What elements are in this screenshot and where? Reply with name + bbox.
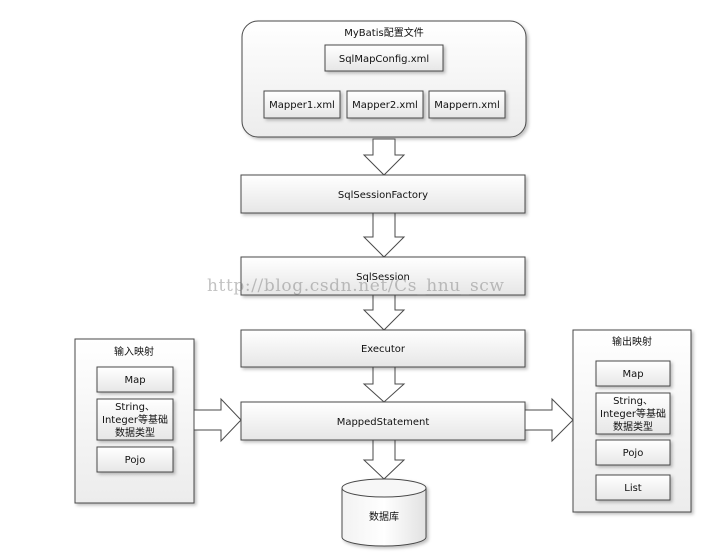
input-basic-types-line3: 数据类型 (115, 426, 155, 439)
input-map-box (96, 366, 174, 393)
mapper1-label: Mapper1.xml (269, 100, 335, 111)
input-basic-types-box (96, 398, 174, 441)
sqlsession-node: SqlSession (240, 256, 526, 296)
output-pojo-box (595, 439, 671, 466)
down-arrow-2 (362, 212, 406, 258)
output-basic-types-line3: 数据类型 (613, 420, 653, 433)
mappern-box (428, 90, 506, 119)
mapper2-box (346, 90, 424, 119)
sqlmapconfig-box (324, 44, 444, 72)
mappern-label: Mappern.xml (434, 100, 500, 111)
input-pojo-label: Pojo (125, 455, 146, 466)
output-basic-types-line1: String、 (613, 396, 653, 407)
mappedstatement-label: MappedStatement (337, 417, 430, 428)
mapper1-box (263, 90, 341, 119)
output-mapping-title: 输出映射 (612, 335, 652, 348)
input-to-statement-arrow (193, 397, 242, 443)
config-group-title: MyBatis配置文件 (344, 26, 423, 39)
sqlsession-label: SqlSession (356, 272, 410, 283)
database-cylinder (341, 478, 427, 547)
mappedstatement-node: MappedStatement (240, 401, 526, 441)
input-mapping-title: 输入映射 (114, 345, 154, 358)
mapper2-label: Mapper2.xml (352, 100, 418, 111)
sqlmapconfig-label: SqlMapConfig.xml (339, 54, 429, 65)
input-map-label: Map (124, 375, 145, 386)
sqlsessionfactory-node: SqlSessionFactory (240, 174, 526, 214)
database-label: 数据库 (369, 510, 399, 523)
down-arrow-1 (362, 138, 406, 176)
statement-to-output-arrow (524, 397, 574, 443)
output-pojo-label: Pojo (623, 448, 644, 459)
executor-node: Executor (240, 329, 526, 368)
executor-label: Executor (361, 344, 406, 355)
output-basic-types-line2: Integer等基础 (600, 407, 666, 420)
output-list-box (595, 474, 671, 501)
sqlsessionfactory-label: SqlSessionFactory (338, 190, 428, 201)
output-list-label: List (624, 483, 642, 494)
down-arrow-3 (362, 294, 406, 331)
input-mapping-group: 输入映射 Map String、 Integer等基础 数据类型 Pojo (74, 338, 195, 504)
input-pojo-box (96, 446, 174, 473)
down-arrow-4 (362, 366, 406, 403)
config-file-group: MyBatis配置文件 SqlMapConfig.xml Mapper1.xml… (241, 20, 527, 138)
input-basic-types-line2: Integer等基础 (102, 413, 168, 426)
output-basic-types-box (595, 392, 671, 435)
input-basic-types-line1: String、 (115, 402, 155, 413)
output-map-box (595, 360, 671, 387)
output-map-label: Map (622, 369, 643, 380)
down-arrow-5 (362, 439, 406, 480)
output-mapping-group: 输出映射 Map String、 Integer等基础 数据类型 Pojo Li… (572, 329, 692, 513)
